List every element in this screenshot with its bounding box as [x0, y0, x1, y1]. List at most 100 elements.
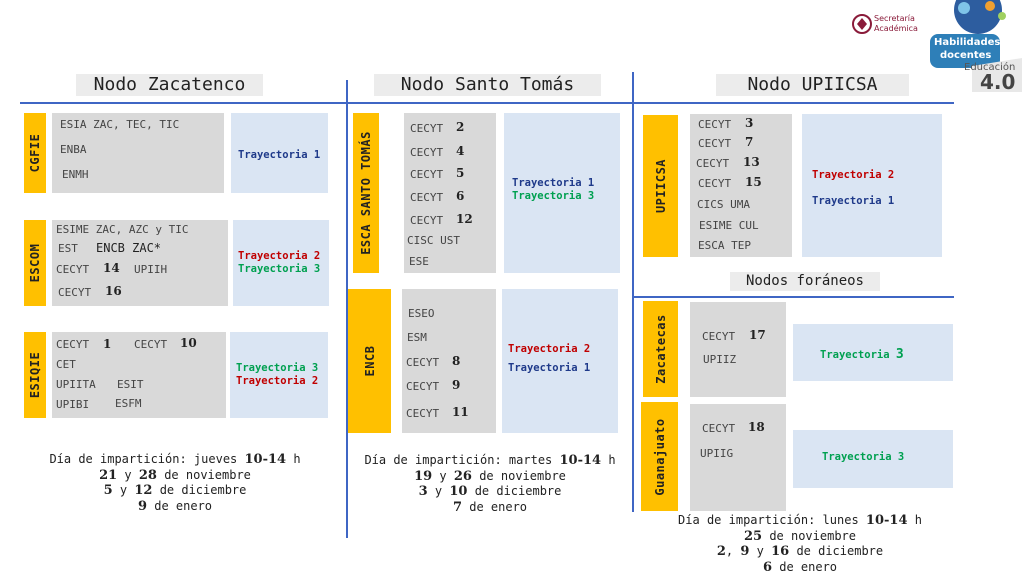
- school-item: CECYT: [702, 330, 736, 343]
- badge-number: 4.0: [980, 70, 1016, 94]
- schedule-line: 5 y 12 de diciembre: [103, 483, 247, 498]
- trajectory-label: Trayectoria 2: [508, 343, 591, 355]
- tab-escom-label: ESCOM: [28, 243, 42, 283]
- node-title-upiicsa: Nodo UPIICSA: [716, 74, 909, 96]
- school-number: 8: [452, 354, 461, 368]
- trajectory-label: Trayectoria 2: [236, 375, 319, 387]
- tab-encb-label: ENCB: [362, 345, 377, 377]
- trajectory-label: Trayectoria 3: [238, 263, 321, 275]
- school-item: UPIITA: [56, 378, 96, 391]
- trajectory-box-zacatecas: [793, 324, 953, 381]
- trajectory-label: Trayectoria 1: [238, 149, 321, 161]
- school-number: 2: [456, 120, 465, 134]
- tab-esiqie-label: ESIQIE: [28, 351, 42, 399]
- schedule-line: Día de impartición: lunes 10-14 h: [678, 513, 922, 528]
- schedule-line: 6 de enero: [762, 559, 838, 575]
- secretaria-line1: Secretaría: [874, 14, 915, 23]
- secretaria-logo: Secretaría Académica: [852, 12, 922, 38]
- tab-escom: ESCOM: [24, 220, 46, 306]
- schedule-line: 25 de noviembre: [743, 528, 857, 544]
- trajectory-label: Trayectoria 1: [812, 195, 895, 207]
- school-item: ESEO: [408, 307, 435, 320]
- trajectory-box-esca: [504, 113, 620, 273]
- schedule-zacatenco: Día de impartición: jueves 10-14 h 21 y …: [44, 452, 306, 514]
- school-item: UPIIZ: [703, 353, 737, 366]
- schools-box-escom: [52, 220, 228, 306]
- schedule-line: 3 y 10 de diciembre: [418, 484, 562, 499]
- schools-box-cgfie: [52, 113, 224, 193]
- schedule-line: Día de impartición: jueves 10-14 h: [49, 452, 301, 467]
- tab-esca-label: ESCA SANTO TOMÁS: [359, 131, 373, 255]
- school-item: ESIME ZAC, AZC y TIC: [56, 223, 189, 236]
- schedule-upiicsa: Día de impartición: lunes 10-14 h 25 de …: [672, 513, 928, 575]
- schools-box-esiqie: [52, 332, 226, 418]
- school-number: 13: [743, 155, 760, 169]
- tab-cgfie: CGFIE: [24, 113, 46, 193]
- school-number: 16: [105, 284, 122, 298]
- school-item: EST: [58, 242, 78, 255]
- tab-guanajuato-label: Guanajuato: [652, 417, 667, 496]
- school-item: CECYT: [406, 407, 440, 420]
- divider-top: [20, 102, 954, 104]
- school-item: ESIA ZAC, TEC, TIC: [60, 118, 180, 131]
- schedule-santo-tomas: Día de impartición: martes 10-14 h 19 y …: [358, 453, 622, 515]
- school-item: ESIME CUL: [699, 219, 759, 232]
- trajectory-label: Trayectoria 3: [512, 190, 595, 202]
- schools-box-zacatecas: [690, 302, 786, 397]
- school-number: 7: [745, 135, 754, 149]
- school-item: CECYT: [58, 286, 92, 299]
- school-item: CICS UMA: [697, 198, 750, 211]
- school-number: 12: [456, 212, 473, 226]
- school-number: 1: [103, 337, 112, 351]
- school-item: ENBA: [60, 143, 87, 156]
- trajectory-label: Trayectoria 3: [236, 362, 319, 374]
- divider-left: [346, 80, 348, 538]
- school-item: CECYT: [410, 146, 444, 159]
- schools-box-encb: [402, 289, 496, 433]
- school-number: 10: [180, 336, 197, 350]
- school-number: 17: [749, 328, 766, 342]
- school-item: ENCB ZAC*: [96, 241, 162, 255]
- habilidades-badge: Habilidades docentes Educación 4.0: [922, 0, 1024, 96]
- trajectory-box-escom: [233, 220, 329, 306]
- school-item: CECYT: [698, 137, 732, 150]
- trajectory-box-cgfie: [231, 113, 328, 193]
- trajectory-box-encb: [502, 289, 618, 433]
- trajectory-label: Trayectoria 1: [508, 362, 591, 374]
- school-item: CET: [56, 358, 76, 371]
- divider-right: [632, 72, 634, 512]
- tab-esiqie: ESIQIE: [24, 332, 46, 418]
- school-number: 18: [748, 420, 765, 434]
- badge-line3: Educación: [964, 62, 1016, 73]
- school-item: UPIIG: [700, 447, 734, 460]
- school-item: CECYT: [410, 122, 444, 135]
- node-title-zacatenco: Nodo Zacatenco: [76, 74, 263, 96]
- school-item: CECYT: [696, 157, 730, 170]
- tab-upiicsa: UPIICSA: [643, 115, 678, 257]
- school-item: UPIBI: [56, 398, 90, 411]
- school-item: CECYT: [410, 214, 444, 227]
- school-item: CECYT: [410, 168, 444, 181]
- schedule-line: 21 y 28 de noviembre: [99, 467, 251, 483]
- schools-box-esca: [404, 113, 496, 273]
- school-number: 3: [745, 116, 754, 130]
- school-item: CECYT: [698, 118, 732, 131]
- schedule-line: 9 de enero: [137, 498, 213, 514]
- trajectory-label: Trayectoria 2: [238, 250, 321, 262]
- school-item: CECYT: [698, 177, 732, 190]
- tab-esca-santo-tomas: ESCA SANTO TOMÁS: [353, 113, 379, 273]
- tab-upiicsa-label: UPIICSA: [653, 158, 668, 214]
- school-item: CECYT: [56, 338, 90, 351]
- school-item: CECYT: [134, 338, 168, 351]
- schedule-line: 7 de enero: [452, 499, 528, 515]
- school-number: 4: [456, 144, 465, 158]
- trajectory-box-esiqie: [230, 332, 328, 418]
- schedule-line: 19 y 26 de noviembre: [414, 468, 566, 484]
- school-item: CECYT: [406, 356, 440, 369]
- schools-box-upiicsa: [690, 114, 792, 257]
- trajectory-label: Trayectoria 2: [812, 169, 895, 181]
- section-title-foraneos: Nodos foráneos: [730, 272, 880, 291]
- node-title-santo-tomas: Nodo Santo Tomás: [374, 74, 601, 96]
- school-number: 5: [456, 166, 465, 180]
- school-item: CECYT: [56, 263, 90, 276]
